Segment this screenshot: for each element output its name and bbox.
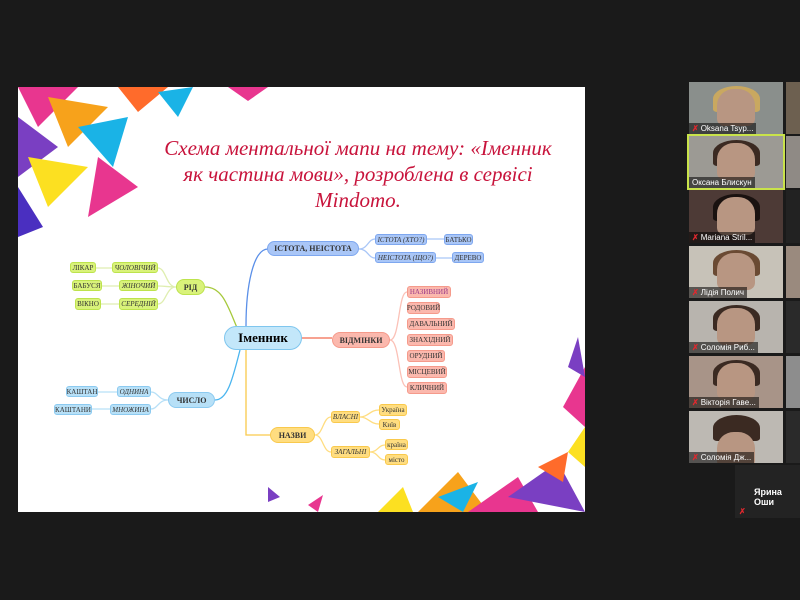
participant-name-large: Ярина Оши xyxy=(754,487,782,507)
node-kashtany[interactable]: КАШТАНИ xyxy=(54,404,92,415)
title-line: Схема ментальної мапи на тему: «Іменник xyxy=(164,136,552,160)
mic-muted-icon: ✗ xyxy=(692,233,699,242)
mic-muted-icon: ✗ xyxy=(692,453,699,462)
case-node[interactable]: ОРУДНИЙ xyxy=(407,350,445,362)
node-derevo[interactable]: ДЕРЕВО xyxy=(452,252,484,263)
participant-tile-partial[interactable] xyxy=(786,411,800,463)
node-chyslo[interactable]: ЧИСЛО xyxy=(168,392,215,408)
mic-muted-icon: ✗ xyxy=(692,288,699,297)
mindmap-connectors xyxy=(92,238,452,461)
node-misto[interactable]: місто xyxy=(385,454,408,465)
title-line: Mindomo. xyxy=(315,188,401,212)
mic-muted-icon: ✗ xyxy=(692,124,699,133)
mic-muted-icon: ✗ xyxy=(739,507,746,516)
participant-name: Оксана Блискун xyxy=(692,178,752,187)
mic-muted-icon: ✗ xyxy=(692,343,699,352)
node-serednii[interactable]: СЕРЕДНІЙ xyxy=(119,298,158,310)
participant-tile[interactable]: ✗Соломія Дж... xyxy=(689,411,783,463)
node-vikno[interactable]: ВІКНО xyxy=(75,298,101,310)
participant-tile[interactable]: ✗Соломія Риб... xyxy=(689,301,783,353)
node-vidminky[interactable]: ВІДМІНКИ xyxy=(332,332,390,348)
case-node[interactable]: ЗНАХІДНИЙ xyxy=(407,334,453,346)
node-kyiv[interactable]: Київ xyxy=(379,419,400,430)
central-node[interactable]: Іменник xyxy=(224,326,302,350)
node-zahalni[interactable]: ЗАГАЛЬНІ xyxy=(331,446,370,458)
node-vlasni[interactable]: ВЛАСНІ xyxy=(331,411,360,423)
participant-name: Соломія Риб... xyxy=(700,343,755,352)
node-cholovichyi[interactable]: ЧОЛОВІЧИЙ xyxy=(112,262,158,273)
participant-tile-partial[interactable] xyxy=(786,136,800,188)
node-mnozhyna[interactable]: МНОЖИНА xyxy=(110,404,151,415)
node-batko[interactable]: БАТЬКО xyxy=(444,234,473,245)
node-babusia[interactable]: БАБУСЯ xyxy=(72,280,102,291)
participant-name: Соломія Дж... xyxy=(700,453,752,462)
participant-name: Вікторія Гаве... xyxy=(700,398,756,407)
title-line: як частина мови», розроблена в сервісі xyxy=(183,162,533,186)
participant-tile-partial[interactable] xyxy=(786,190,800,243)
mic-muted-icon: ✗ xyxy=(692,398,699,407)
participant-tile-partial[interactable] xyxy=(786,82,800,134)
node-kraina[interactable]: країна xyxy=(385,439,408,450)
node-neistota-shcho[interactable]: НЕІСТОТА (ЩО?) xyxy=(375,252,436,263)
node-nazvy[interactable]: НАЗВИ xyxy=(270,427,315,443)
participant-tile[interactable]: ✗Вікторія Гаве... xyxy=(689,356,783,408)
participant-tile-partial[interactable] xyxy=(786,356,800,408)
participant-tile[interactable]: ✗Лідія Полич xyxy=(689,246,783,298)
case-node[interactable]: НАЗИВНИЙ xyxy=(407,286,451,298)
participant-tile[interactable]: ✗Oksana Tsyp... xyxy=(689,82,783,134)
case-node[interactable]: ДАВАЛЬНИЙ xyxy=(407,318,455,330)
participant-name: Oksana Tsyp... xyxy=(700,124,754,133)
participant-tile-partial[interactable] xyxy=(786,301,800,353)
shared-slide: Схема ментальної мапи на тему: «Іменник … xyxy=(18,87,585,512)
node-odnyna[interactable]: ОДНИНА xyxy=(117,386,151,397)
participant-name: Mariana Stril... xyxy=(700,233,753,242)
slide-title: Схема ментальної мапи на тему: «Іменник … xyxy=(138,135,578,213)
node-likar[interactable]: ЛІКАР xyxy=(70,262,96,273)
case-node[interactable]: РОДОВИЙ xyxy=(406,302,441,314)
participant-tile[interactable]: ✗Mariana Stril... xyxy=(689,190,783,243)
node-kashtan[interactable]: КАШТАН xyxy=(66,386,98,397)
case-node[interactable]: КЛИЧНИЙ xyxy=(407,382,447,394)
participant-name: Лідія Полич xyxy=(700,288,745,297)
node-zhinochyi[interactable]: ЖІНОЧИЙ xyxy=(119,280,158,291)
participant-tile-partial[interactable] xyxy=(786,246,800,298)
case-node[interactable]: МІСЦЕВИЙ xyxy=(407,366,447,378)
decorative-triangles xyxy=(18,87,585,512)
participant-tile-no-video[interactable]: ✗ xyxy=(735,465,800,518)
node-rid[interactable]: РІД xyxy=(176,279,205,295)
node-istota[interactable]: ІСТОТА, НЕІСТОТА xyxy=(267,241,359,256)
node-ukraina[interactable]: Україна xyxy=(379,404,407,416)
node-istota-hto[interactable]: ІСТОТА (ХТО?) xyxy=(375,234,427,245)
participant-tile-active-speaker[interactable]: Оксана Блискун xyxy=(687,134,785,190)
